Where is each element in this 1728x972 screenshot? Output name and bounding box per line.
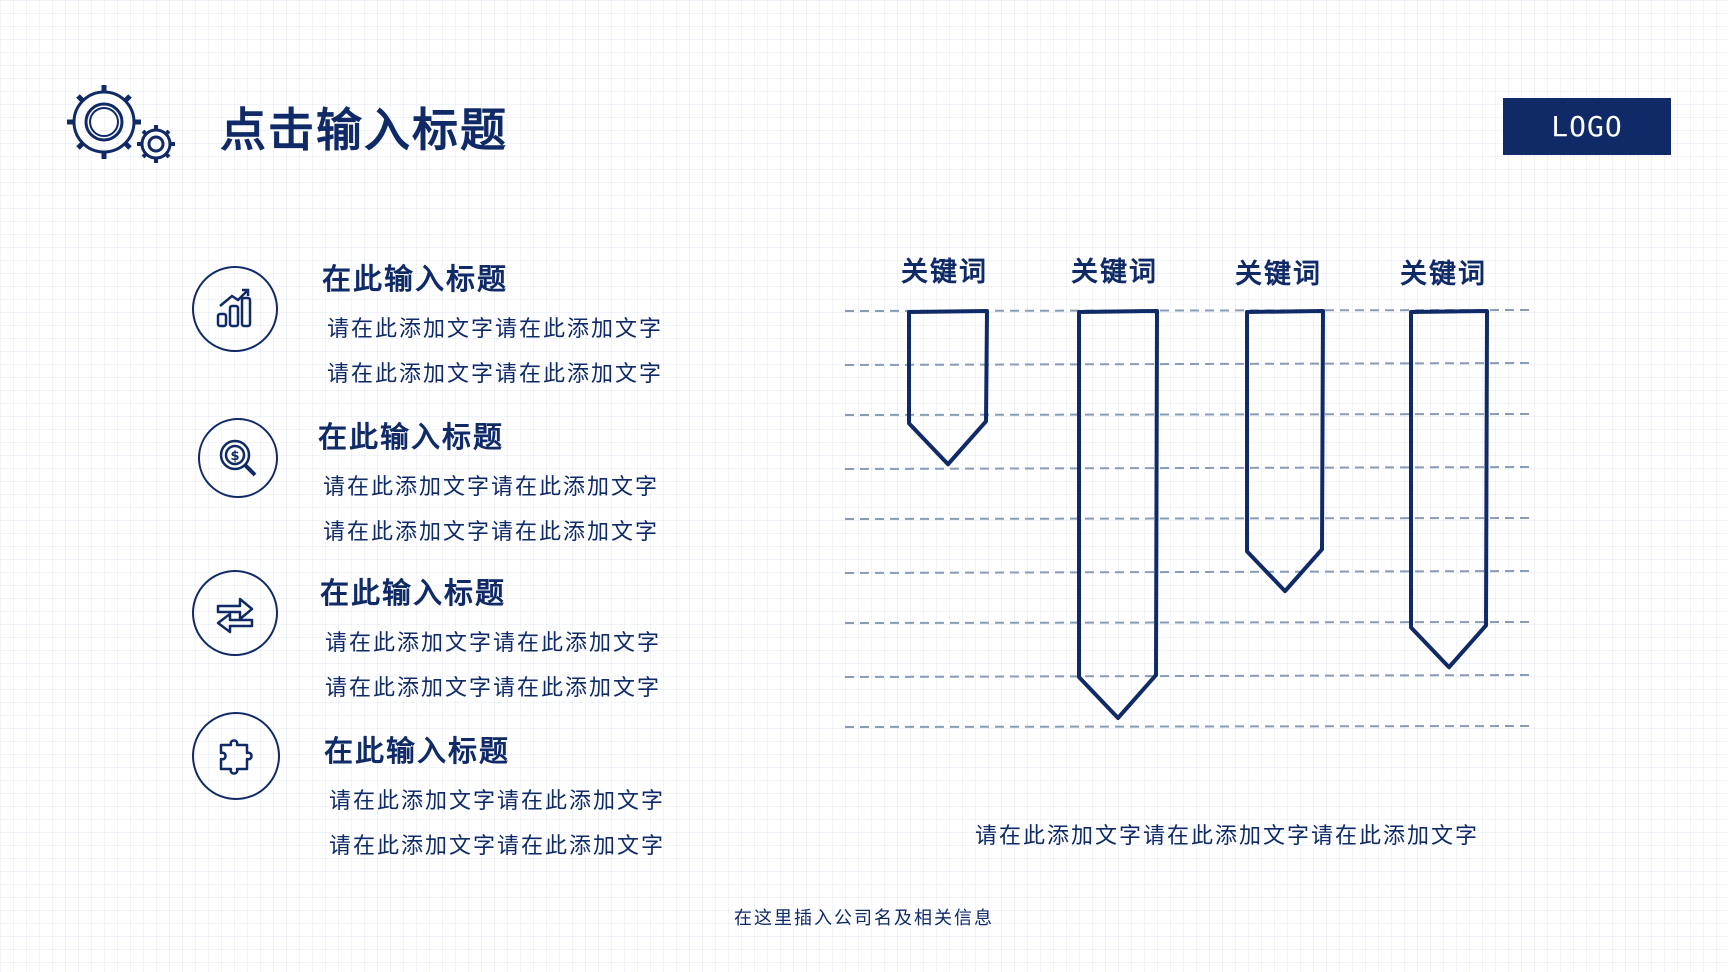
category-label: 关键词: [901, 257, 988, 288]
chart-caption[interactable]: 请在此添加文字请在此添加文字请在此添加文字: [975, 824, 1480, 849]
item-title[interactable]: 在此输入标题: [318, 420, 505, 454]
gridline: [845, 413, 1536, 416]
item-text[interactable]: 请在此添加文字请在此添加文字: [327, 362, 664, 387]
svg-text:$: $: [230, 449, 239, 464]
logo: LOGO: [1503, 98, 1671, 155]
item-title[interactable]: 在此输入标题: [320, 576, 507, 610]
category-label: 关键词: [1071, 257, 1158, 288]
category-label: 关键词: [1400, 259, 1487, 290]
item-text[interactable]: 请在此添加文字请在此添加文字: [329, 789, 666, 814]
item-text[interactable]: 请在此添加文字请在此添加文字: [329, 834, 666, 859]
chart-bar: [1409, 309, 1489, 670]
item-text[interactable]: 请在此添加文字请在此添加文字: [323, 475, 660, 500]
bar-chart-growth-icon: [192, 266, 278, 352]
page-title[interactable]: 点击输入标题: [220, 103, 508, 157]
money-search-icon: $: [198, 418, 278, 498]
logo-text: LOGO: [1551, 110, 1623, 143]
item-title[interactable]: 在此输入标题: [324, 734, 511, 768]
chart-plot: [845, 309, 1536, 728]
chart-bar: [907, 309, 989, 467]
chart-bar: [1245, 309, 1325, 594]
bar-chart: 关键词 关键词 关键词 关键词: [845, 240, 1545, 760]
gridline: [845, 362, 1536, 366]
item-title[interactable]: 在此输入标题: [322, 262, 509, 296]
chart-bar: [1077, 309, 1159, 720]
gridline: [845, 725, 1536, 728]
gridline: [845, 517, 1536, 520]
item-text[interactable]: 请在此添加文字请在此添加文字: [327, 317, 664, 342]
category-label: 关键词: [1235, 259, 1322, 290]
item-text[interactable]: 请在此添加文字请在此添加文字: [325, 631, 662, 656]
footer-text[interactable]: 在这里插入公司名及相关信息: [734, 908, 994, 929]
item-text[interactable]: 请在此添加文字请在此添加文字: [325, 676, 662, 701]
gears-icon: [66, 80, 186, 180]
gridline: [845, 466, 1536, 470]
exchange-arrows-icon: [192, 570, 278, 656]
gridline: [845, 621, 1536, 624]
gridline: [845, 674, 1536, 678]
gridline: [845, 570, 1536, 574]
item-text[interactable]: 请在此添加文字请在此添加文字: [323, 520, 660, 545]
puzzle-icon: [192, 712, 280, 800]
